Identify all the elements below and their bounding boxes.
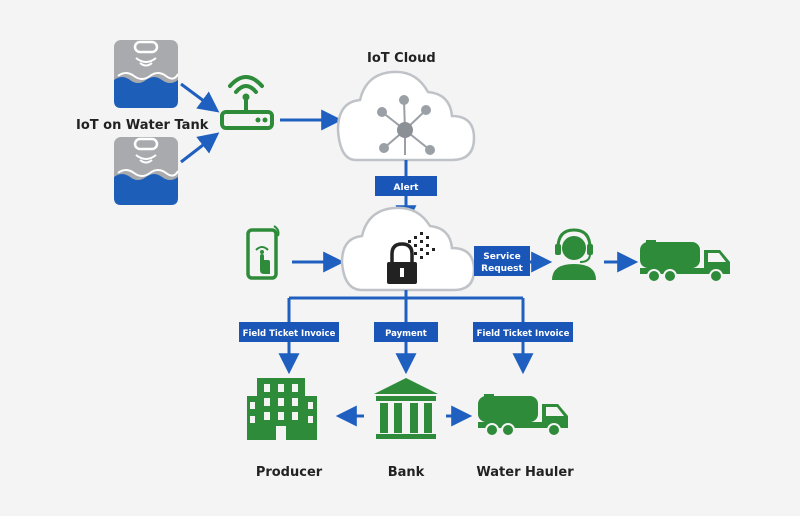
payment-label: Payment (385, 329, 427, 339)
bank-icon (374, 378, 438, 439)
tanker-truck-icon (640, 240, 730, 283)
service-request-box (474, 246, 530, 276)
payment-box (374, 322, 438, 342)
iot-cloud-label: IoT Cloud (367, 51, 436, 66)
office-building-icon (247, 378, 317, 440)
service-request-label-line1: Service (483, 252, 520, 262)
alert-label: Alert (394, 183, 420, 193)
cloud-network-icon (336, 70, 476, 162)
tank-to-router-arrow (180, 82, 220, 113)
cloud-lock-icon (340, 206, 476, 292)
field-ticket-invoice-left-label: Field Ticket Invoice (243, 329, 336, 339)
tank-to-router-arrow (180, 132, 220, 164)
bank-label: Bank (388, 465, 425, 480)
customer-service-headset-icon (552, 228, 596, 280)
field-ticket-invoice-right-label: Field Ticket Invoice (477, 329, 570, 339)
wifi-router-icon (220, 75, 274, 130)
water-hauler-label: Water Hauler (476, 465, 574, 480)
tanker-truck-icon (478, 394, 568, 437)
field-ticket-invoice-left-box (239, 322, 339, 342)
water-tank-sensor-icon (114, 40, 179, 108)
tank-group-label: IoT on Water Tank (76, 118, 209, 133)
field-ticket-invoice-right-box (473, 322, 573, 342)
water-tank-sensor-icon (114, 137, 179, 205)
producer-label: Producer (256, 465, 323, 480)
smartphone-tap-icon (246, 225, 280, 280)
service-request-label-line2: Request (481, 264, 523, 274)
alert-box (375, 176, 437, 196)
